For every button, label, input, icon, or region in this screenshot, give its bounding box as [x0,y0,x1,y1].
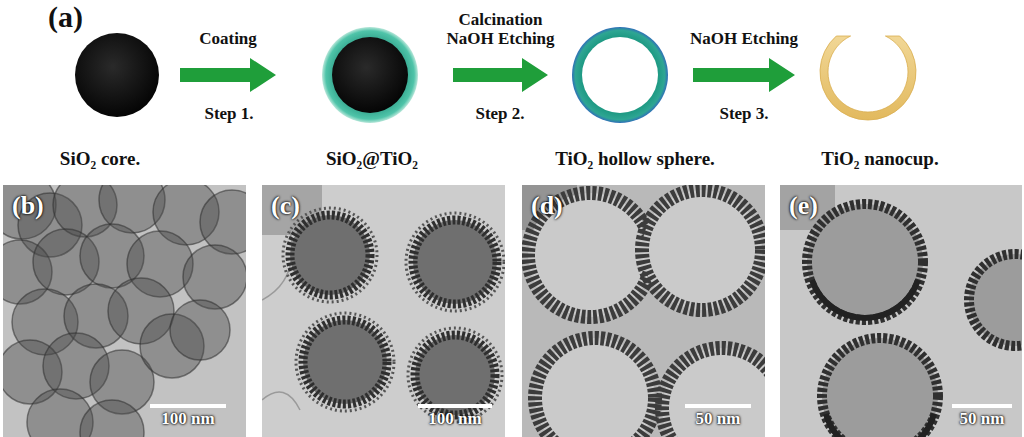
particle-shape [320,25,420,125]
nanocup-shape [820,36,916,120]
titania-shell [322,27,418,123]
particle-shape [818,22,918,122]
cup-rims [812,280,934,437]
tem-panel-e [780,185,1022,437]
scale-bar [952,404,1012,408]
step-label: Step 3. [719,104,768,124]
schematic-particle: SiO₂@TiO₂ [320,25,420,125]
process-arrow [180,58,276,92]
silica-spheres [3,185,246,437]
stage-caption: TiO₂ nanocup. [821,148,938,170]
scale-label: 100 nm [428,409,481,429]
schematic-particle: SiO₂ core. [73,31,161,119]
process-arrow [693,58,795,92]
tem-panel: (e) 50 nm [780,185,1022,437]
tem-panel: (c) 100 nm [262,185,505,437]
arrow-label: NaOH Etching [690,29,798,49]
shell-texture [283,208,504,422]
stage-caption: SiO₂@TiO₂ [326,148,418,170]
scale-bar [685,404,751,408]
schematic-particle: TiO₂ hollow sphere. [570,25,670,125]
arrow-label: Calcination NaOH Etching [441,10,561,49]
schematic-particle: TiO₂ nanocup. [818,22,918,122]
panel-letter: (a) [48,0,83,34]
tem-background [262,185,505,437]
panel-letter: (b) [12,191,44,221]
process-arrow [453,58,548,92]
tem-panel-c [262,185,505,437]
tem-panel-d [522,185,765,437]
panel-letter: (c) [271,191,300,221]
step-label: Step 2. [475,104,524,124]
arrow-label: Coating [199,29,257,49]
scale-label: 50 nm [696,409,741,429]
stage-caption: SiO₂ core. [60,148,140,170]
hollow-interior [582,37,658,113]
scale-bar [150,404,226,408]
particle-shape [73,31,161,119]
stage-caption: TiO₂ hollow sphere. [555,148,715,170]
tem-panel: (d) 50 nm [522,185,765,437]
panel-letter: (e) [789,191,818,221]
nanocups [807,204,1022,437]
panel-letter: (d) [531,191,563,221]
titania-shell [572,27,668,123]
scale-bar [418,404,492,408]
silica-core [332,37,408,113]
particle-shape [570,25,670,125]
tem-panel: (b) 100 nm [3,185,246,437]
scale-label: 50 nm [960,409,1005,429]
tem-panel-b [3,185,246,437]
scale-label: 100 nm [161,409,214,429]
hollow-spheres [528,190,765,437]
silica-core [75,33,159,117]
core-shell-particles [290,215,497,415]
step-label: Step 1. [204,104,253,124]
